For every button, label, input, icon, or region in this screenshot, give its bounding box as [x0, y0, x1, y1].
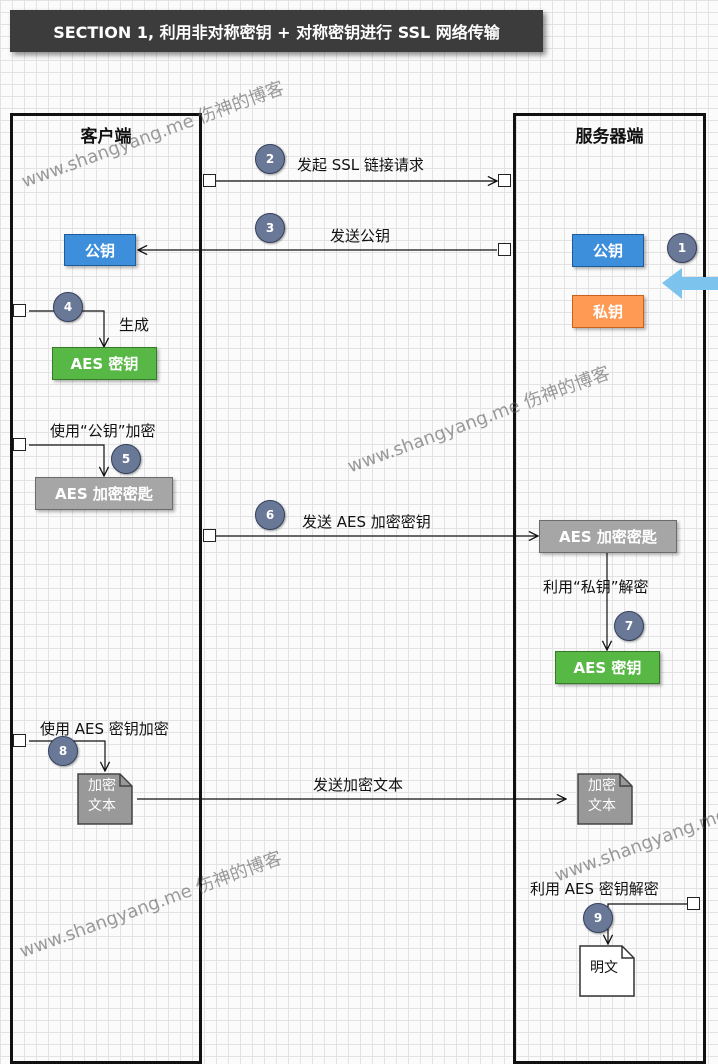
client-lane-title: 客户端	[80, 127, 132, 147]
server-aes-encrypted-key: AES 加密密匙	[539, 520, 677, 553]
server-encrypted-text: 加密 文本	[588, 778, 616, 814]
server-plaintext: 明文	[590, 960, 618, 976]
diagram-title: SECTION 1, 利用非对称密钥 + 对称密钥进行 SSL 网络传输	[10, 10, 543, 52]
arrow-decrypt-text	[608, 903, 689, 944]
document-icon	[579, 945, 635, 997]
step-5-badge: 5	[111, 444, 141, 474]
label-encrypt-with-public-key: 使用“公钥”加密	[50, 422, 156, 440]
step-6-badge: 6	[255, 500, 285, 530]
server-private-key: 私钥	[572, 295, 644, 328]
step-3-badge: 3	[255, 213, 285, 243]
document-icon	[77, 773, 133, 825]
client-port-generate	[13, 304, 26, 317]
server-port-send-public-key	[498, 243, 511, 256]
label-ssl-request: 发起 SSL 链接请求	[297, 156, 424, 174]
client-encrypted-text: 加密 文本	[88, 778, 116, 814]
client-port-encrypt-public	[13, 438, 26, 451]
client-public-key: 公钥	[64, 234, 136, 266]
label-send-aes-encrypted-key: 发送 AES 加密密钥	[302, 513, 431, 531]
client-encrypted-text-document: 加密 文本	[75, 772, 137, 828]
label-generate: 生成	[119, 316, 150, 334]
server-encrypted-text-document: 加密 文本	[575, 772, 637, 828]
incoming-request-arrow	[662, 268, 718, 299]
step-9-badge: 9	[583, 903, 613, 933]
client-aes-key: AES 密钥	[52, 347, 157, 380]
label-encrypt-with-aes-key: 使用 AES 密钥加密	[40, 720, 169, 738]
server-public-key: 公钥	[572, 234, 644, 267]
label-decrypt-with-aes-key: 利用 AES 密钥解密	[530, 880, 659, 898]
step-7-badge: 7	[614, 611, 644, 641]
label-decrypt-with-private-key: 利用“私钥”解密	[543, 578, 649, 596]
arrow-encrypt-aes-key	[29, 444, 104, 476]
step-2-badge: 2	[255, 144, 285, 174]
server-plaintext-document: 明文	[577, 944, 639, 1000]
document-icon	[577, 773, 633, 825]
client-port-ssl-request	[203, 174, 216, 187]
label-send-encrypted-text: 发送加密文本	[313, 776, 404, 794]
server-lane-title: 服务器端	[575, 127, 644, 147]
server-port-decrypt-aes	[687, 897, 700, 910]
step-4-badge: 4	[53, 292, 83, 322]
client-port-send-aes-key	[203, 529, 216, 542]
server-aes-key: AES 密钥	[555, 651, 660, 684]
client-port-encrypt-aes	[13, 734, 26, 747]
server-port-ssl-request	[498, 174, 511, 187]
label-send-public-key: 发送公钥	[330, 227, 391, 245]
step-8-badge: 8	[48, 736, 78, 766]
step-1-badge: 1	[667, 233, 697, 263]
client-aes-encrypted-key: AES 加密密匙	[35, 477, 173, 510]
